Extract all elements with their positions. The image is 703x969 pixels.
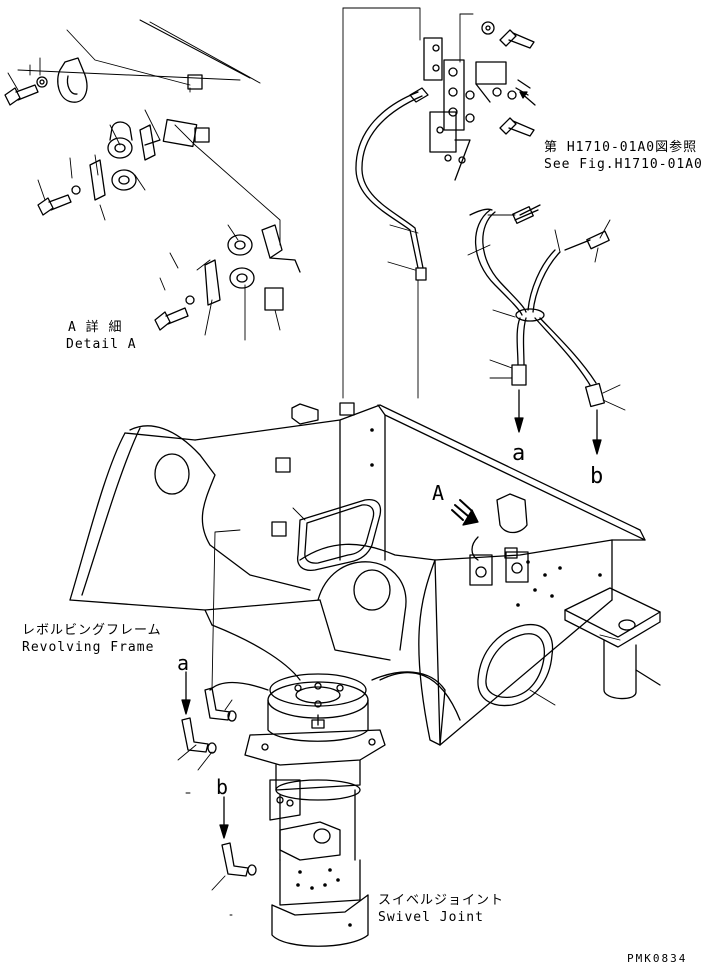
hose-end-label-a: a [512,441,526,466]
detail-a-title-en: Detail A [66,337,137,352]
elbow-fitting [222,843,256,876]
bolt-icon [38,195,71,215]
reference-arrowhead [520,92,527,98]
spacer-block [265,288,283,310]
joint-hose [210,683,268,691]
revolving-frame-label-en: Revolving Frame [22,640,155,655]
access-hole-left [298,500,381,571]
left-pin-boss [155,454,189,494]
see-fig-label-en: See Fig.H1710-01A0 [544,157,703,172]
bolt-icon [5,85,38,105]
bolt-icon [500,118,534,136]
frame-bolt-holes [370,428,602,607]
elbow-fitting [182,718,216,753]
connector-block-assembly [424,38,530,180]
view-arrow-a-label: A [432,481,445,505]
swivel-joint [245,674,385,946]
view-arrow-a [452,500,478,525]
hose-end-fitting-a [512,365,526,385]
hose-end-label-b: b [590,464,604,489]
plate-icon [205,260,220,305]
swivel-joint-label-jp: スイベルジョイント [378,893,505,908]
deck-block [292,404,318,424]
bolt-icon [155,308,188,330]
bushing-icon [228,235,252,255]
frame-cable [372,672,445,745]
revolving-frame [70,403,660,745]
revolving-frame-label-jp: レボルビングフレーム [22,623,162,638]
deck-block [340,403,354,415]
drawing-code: PMK0834 [627,952,688,965]
swivel-joint-label-en: Swivel Joint [378,910,484,925]
leader-lines [8,8,625,705]
hose-end-fitting-b [586,384,605,407]
long-hose [356,92,426,280]
detail-a-parts [5,20,300,330]
center-pin-boss [354,570,390,610]
elbow-fitting [205,688,236,721]
washer-icon [37,77,47,87]
bolt-icon [500,30,534,48]
branch-hoses [470,205,609,406]
joint-port-label-a: a [177,651,190,675]
see-fig-label-jp: 第 H1710-01A0図参照 [544,140,698,155]
joint-port-label-b: b [216,775,229,799]
washer-icon [482,22,494,34]
hose-fitting-top [410,88,428,102]
access-hole-right [478,625,553,706]
spacer-block [188,75,202,89]
detail-a-title-jp: A 詳 細 [68,320,123,335]
hose-clamp [516,309,544,321]
clamp-icon [58,58,87,102]
frame-clamp [497,494,527,533]
bushing-icon [108,138,132,158]
spacer-block [163,120,196,147]
frame-block-pair [470,548,528,585]
plate-icon [90,160,105,200]
